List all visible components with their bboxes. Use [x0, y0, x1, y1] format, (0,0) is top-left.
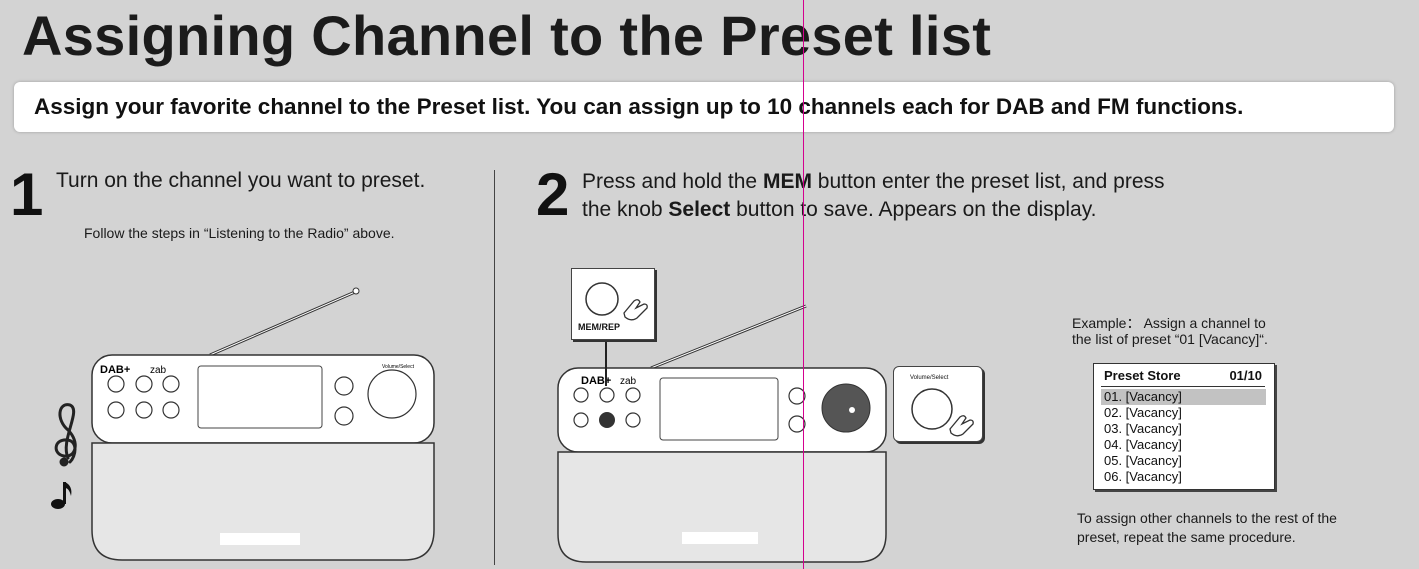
brand-text: DAB+: [100, 364, 130, 376]
step-1-text: Turn on the channel you want to preset.: [56, 169, 426, 192]
preset-store-display: Preset Store 01/10 01. [Vacancy] 02. [Va…: [1093, 363, 1275, 490]
radio-illustration-left: DAB+ zab Volume/Select: [91, 287, 435, 561]
step-2-number: 2: [536, 161, 570, 228]
step-2-line-2: the knob Select button to save. Appears …: [582, 197, 1096, 223]
example-line-1: Example： Assign a channel to: [1072, 315, 1266, 331]
hand-pointer-icon: [949, 415, 974, 437]
mem-rep-label: MEM/REP: [578, 322, 621, 332]
volume-label: Volume/Select: [382, 364, 415, 370]
preset-row: 05. [Vacancy]: [1104, 453, 1182, 468]
step-2-line-1-pre: Press and hold the: [582, 170, 763, 193]
brand-text: DAB+: [581, 375, 611, 387]
step-2-line-1-post: button enter the preset list, and press: [811, 170, 1165, 193]
footer-note-line-1: To assign other channels to the rest of …: [1077, 510, 1337, 526]
subtitle-text: Assign your favorite channel to the Pres…: [34, 94, 1244, 119]
example-line-2: the list of preset “01 [Vacancy]“.: [1072, 331, 1268, 347]
preset-row: 04. [Vacancy]: [1104, 437, 1182, 452]
select-keyword: Select: [668, 198, 731, 221]
step-2-line-2-pre: the knob: [582, 198, 669, 221]
radio-illustration-right: DAB+ zab: [557, 304, 887, 563]
music-note-icon: [51, 482, 72, 509]
step-1-note: Follow the steps in “Listening to the Ra…: [84, 225, 395, 241]
page-title: Assigning Channel to the Preset list: [22, 4, 992, 67]
treble-clef-icon: [54, 403, 77, 467]
volume-select-label: Volume/Select: [910, 375, 949, 381]
step-2-line-1: Press and hold the MEM button enter the …: [582, 169, 1165, 195]
preset-row: 06. [Vacancy]: [1104, 469, 1182, 484]
mem-rep-callout: MEM/REP: [571, 268, 655, 340]
preset-divider: [1101, 386, 1265, 387]
footer-note-line-2: preset, repeat the same procedure.: [1077, 529, 1296, 545]
preset-store-count: 01/10: [1229, 368, 1262, 383]
volume-select-callout: Volume/Select: [893, 366, 983, 442]
step-2-line-2-post: button to save. Appears on the display.: [730, 198, 1097, 221]
guide-line: [803, 0, 804, 569]
preset-store-title: Preset Store: [1104, 368, 1181, 383]
preset-row: 02. [Vacancy]: [1104, 405, 1182, 420]
hand-pointer-icon: [623, 299, 648, 321]
logo-text: zab: [150, 365, 167, 376]
logo-text: zab: [620, 376, 637, 387]
preset-row-selected: 01. [Vacancy]: [1101, 389, 1266, 405]
preset-row: 03. [Vacancy]: [1104, 421, 1182, 436]
step-1-number: 1: [10, 161, 44, 228]
subtitle-banner: [14, 82, 1394, 132]
column-divider: [494, 170, 495, 565]
mem-keyword: MEM: [762, 170, 812, 193]
